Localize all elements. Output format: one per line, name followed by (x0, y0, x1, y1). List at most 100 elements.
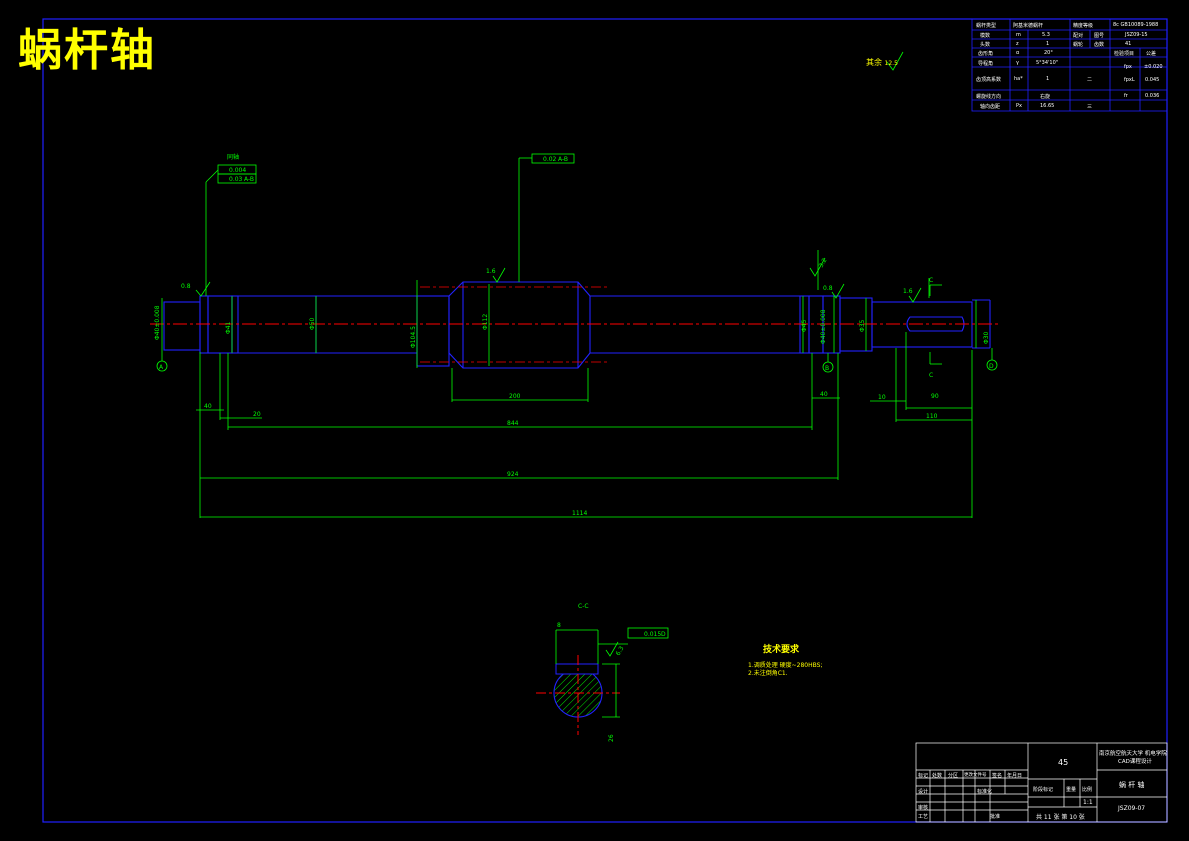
dim-d2: Φ41 (225, 321, 232, 334)
dim-key-width: 8 (557, 622, 561, 629)
param-cell: 20° (1044, 50, 1053, 56)
cut-C-bottom: C (929, 372, 933, 379)
dim-L200: 200 (509, 393, 521, 400)
org-line-2: CAD课程设计 (1118, 759, 1152, 765)
param-cell: 导程角 (978, 61, 994, 67)
rough-0-8b: 0.8 (823, 285, 833, 292)
param-cell: 0.036 (1145, 93, 1160, 99)
tol-datum-ab-1: A-B (244, 176, 254, 183)
org-line-1: 南京航空航天大学 机电学院 (1099, 751, 1167, 757)
scale: 1:1 (1083, 799, 1093, 806)
param-cell: 右旋 (1040, 94, 1051, 100)
dim-L844: 844 (507, 420, 519, 427)
param-cell: fpxL (1124, 77, 1135, 83)
tb-label: 处数 (932, 773, 943, 779)
param-cell: 模数 (980, 33, 991, 39)
note-same-axis: 同轴 (227, 153, 239, 161)
param-cell: 轴向齿距 (980, 104, 1001, 110)
param-cell: m (1016, 32, 1021, 38)
material: 45 (1058, 758, 1069, 767)
dim-L110: 110 (926, 413, 938, 420)
param-cell: JSZ09-15 (1125, 32, 1148, 38)
cut-C-top: C (929, 277, 933, 284)
tol-4: 0.015 (644, 631, 661, 638)
other-roughness-note: 其余 12.5 (866, 58, 898, 67)
rough-3-2: 3.2 (818, 257, 829, 269)
tb-label: 年月日 (1007, 773, 1023, 779)
drawing-frame (42, 18, 1168, 823)
drawing-number: JSZ09-07 (1118, 805, 1146, 812)
dim-L40a: 40 (204, 403, 212, 410)
dim-d1: Φ40±0.008 (154, 305, 161, 340)
dim-d4: Φ104.5 (410, 326, 417, 348)
dim-d7: Φ40±0.008 (820, 309, 827, 344)
tb-label: 重量 (1066, 787, 1077, 793)
param-cell: 齿顶高系数 (976, 77, 1002, 83)
tech-requirement-2: 2.未注倒角C1. (748, 670, 788, 677)
param-cell: ±0.020 (1144, 64, 1163, 70)
param-cell: 1 (1046, 41, 1050, 47)
param-cell: 公差 (1146, 51, 1157, 57)
param-cell: 检验项目 (1114, 51, 1135, 57)
param-cell: fpx (1124, 64, 1132, 70)
tb-label: 工艺 (918, 814, 929, 820)
tb-label: 标准化 (977, 789, 993, 795)
dim-L20: 20 (253, 411, 261, 418)
dim-d5: Φ112 (482, 314, 489, 330)
dim-L924: 924 (507, 471, 519, 478)
dim-L40b: 40 (820, 391, 828, 398)
param-cell: 精度等级 (1073, 23, 1094, 29)
rough-1-6a: 1.6 (486, 268, 496, 275)
tol-1: 0.004 (229, 167, 246, 174)
param-cell: 5°34'10" (1036, 60, 1059, 66)
drawing-title: 蜗杆轴 (18, 25, 156, 76)
tb-label: 比例 (1082, 787, 1093, 793)
dim-d8: Φ35 (859, 319, 866, 332)
tol-2: 0.03 (229, 176, 243, 183)
datum-A: A (159, 364, 164, 371)
tech-requirements-title: 技术要求 (763, 645, 800, 655)
rough-0-8a: 0.8 (181, 283, 191, 290)
datum-B: B (825, 365, 829, 372)
param-cell: 8c GB10089-1988 (1113, 22, 1159, 28)
parameter-table (971, 18, 1168, 112)
tech-requirement-1: 1.调质处理 硬度~280HBS; (748, 662, 823, 669)
param-cell: 头数 (980, 42, 991, 48)
dim-d6: Φ45 (801, 319, 808, 332)
dim-key-depth: 26 (608, 734, 615, 742)
dim-L90: 90 (931, 393, 939, 400)
dim-L1114: 1114 (572, 510, 587, 517)
tb-label: 分区 (948, 773, 959, 779)
param-cell: 阿基米德蜗杆 (1013, 23, 1044, 29)
tb-label: 批准 (990, 814, 1001, 820)
dim-d9: Φ30 (983, 331, 990, 344)
tol-datum-ab-2: A-B (558, 156, 568, 163)
tb-label: 标记 (918, 773, 929, 779)
param-cell: 齿形角 (978, 51, 994, 57)
tb-label: 审核 (918, 805, 929, 811)
param-cell: 0.045 (1145, 77, 1160, 83)
param-cell: 41 (1125, 41, 1132, 47)
section-view-cc (536, 627, 669, 735)
tb-label: 签名 (992, 773, 1003, 779)
tb-label: 更改文件号 (964, 773, 987, 778)
param-cell: 齿数 (1094, 42, 1105, 48)
param-cell: 配对 (1073, 33, 1084, 39)
param-cell: z (1016, 41, 1019, 47)
param-cell: ha* (1014, 76, 1023, 82)
param-cell: 三 (1087, 104, 1093, 110)
tol-datum-d: D (661, 631, 666, 638)
param-cell: 螺旋线方向 (976, 94, 1002, 100)
param-cell: 16.65 (1040, 103, 1055, 109)
rough-1-6b: 1.6 (903, 288, 913, 295)
tol-3: 0.02 (543, 156, 557, 163)
param-cell: 蜗杆类型 (976, 23, 997, 29)
rough-6-3: 6.3 (615, 645, 626, 657)
dim-d3: Φ50 (309, 317, 316, 330)
param-cell: 图号 (1094, 33, 1105, 39)
param-cell: 二 (1087, 77, 1093, 83)
param-cell: 5.3 (1042, 32, 1050, 38)
tb-label: 阶段标记 (1033, 787, 1054, 793)
datum-D: D (989, 363, 994, 370)
